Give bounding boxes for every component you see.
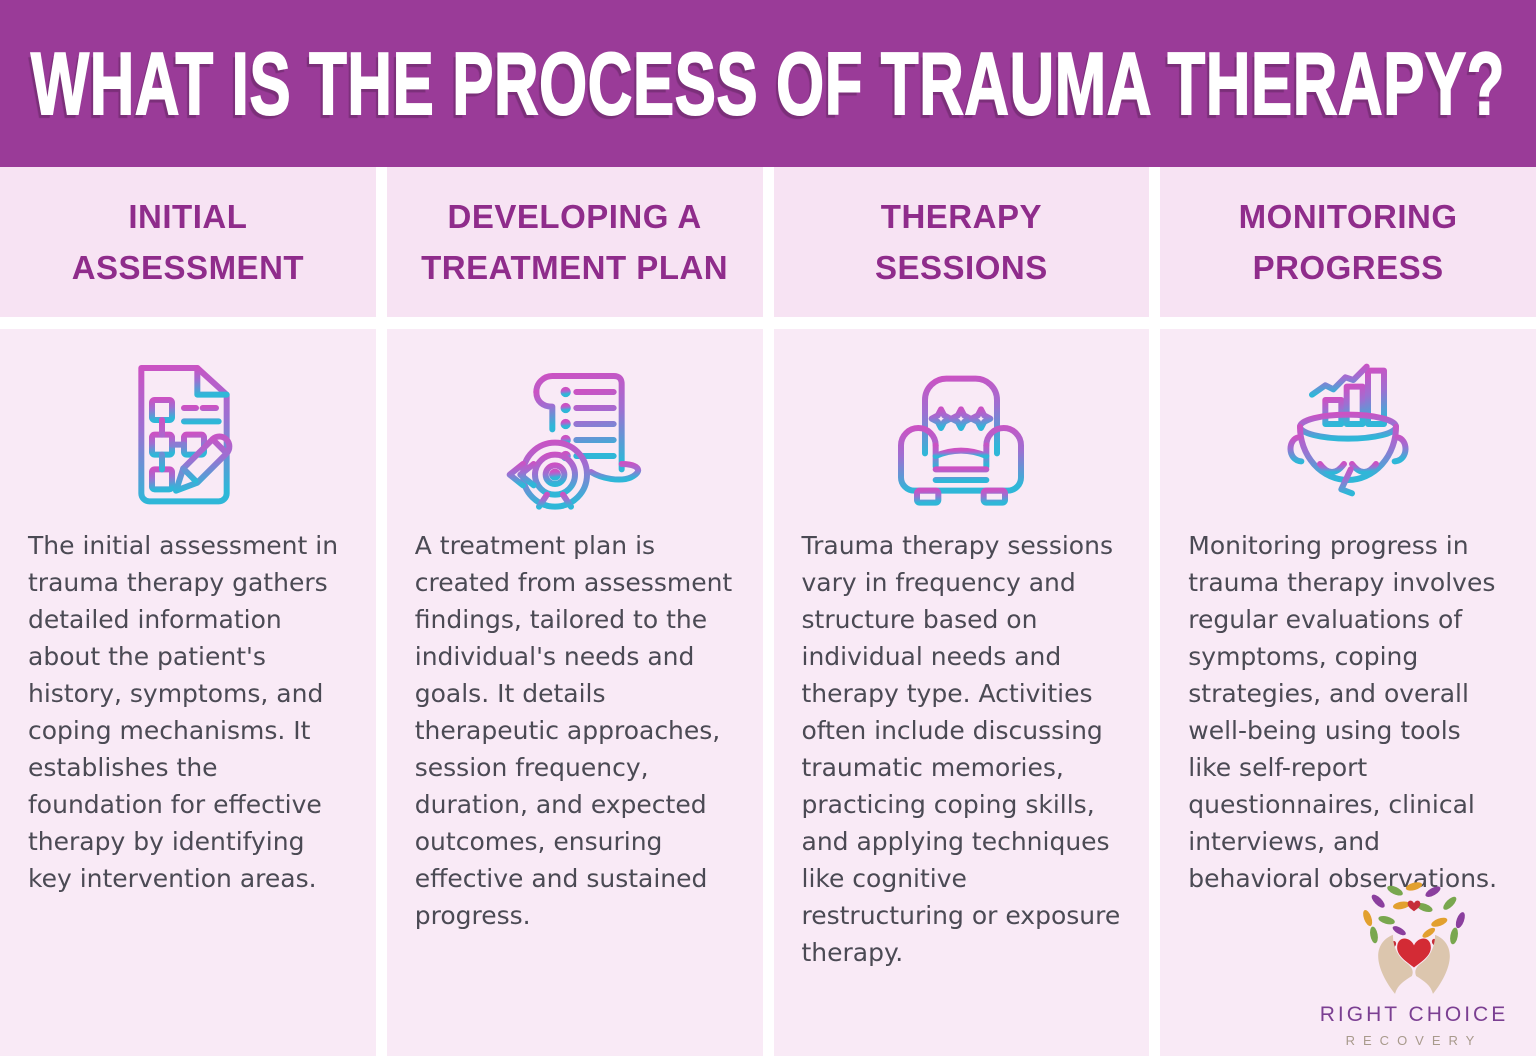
brand-name: RIGHT CHOICE — [1319, 1003, 1509, 1026]
column-body-text: Monitoring progress in trauma therapy in… — [1188, 531, 1498, 893]
column-body-text: A treatment plan is created from assessm… — [414, 531, 733, 930]
column-header-monitoring-progress: MONITORING PROGRESS — [1160, 167, 1536, 317]
assessment-document-icon — [28, 343, 348, 521]
column-body-monitoring-progress: Monitoring progress in trauma therapy in… — [1160, 329, 1536, 1056]
column-header-initial-assessment: INITIAL ASSESSMENT — [0, 167, 376, 317]
column-title: INITIAL ASSESSMENT — [71, 197, 305, 286]
column-body-treatment-plan: A treatment plan is created from assessm… — [386, 329, 763, 1056]
brand-logo: RIGHT CHOICE RECOVERY — [1314, 878, 1514, 1048]
process-columns-grid: INITIAL ASSESSMENT DEVELOPING A TREATMEN… — [0, 167, 1536, 1056]
therapy-armchair-icon — [802, 343, 1122, 521]
column-title: DEVELOPING A TREATMENT PLAN — [421, 197, 729, 286]
column-title: MONITORING PROGRESS — [1238, 197, 1458, 286]
column-header-therapy-sessions: THERAPY SESSIONS — [773, 167, 1150, 317]
column-body-text: The initial assessment in trauma therapy… — [28, 531, 339, 893]
brand-subtitle: RECOVERY — [1345, 1033, 1483, 1048]
column-body-text: Trauma therapy sessions vary in frequenc… — [801, 531, 1121, 967]
monitoring-progress-icon — [1188, 343, 1508, 521]
column-header-treatment-plan: DEVELOPING A TREATMENT PLAN — [386, 167, 763, 317]
tree-of-hands-graphic — [1363, 882, 1465, 994]
column-body-initial-assessment: The initial assessment in trauma therapy… — [0, 329, 376, 1056]
page-title: WHAT IS THE PROCESS OF TRAUMA THERAPY? — [30, 33, 1506, 134]
column-body-therapy-sessions: Trauma therapy sessions vary in frequenc… — [773, 329, 1150, 1056]
title-banner: WHAT IS THE PROCESS OF TRAUMA THERAPY? — [0, 0, 1536, 167]
column-title: THERAPY SESSIONS — [875, 197, 1048, 286]
treatment-plan-icon — [415, 343, 735, 521]
